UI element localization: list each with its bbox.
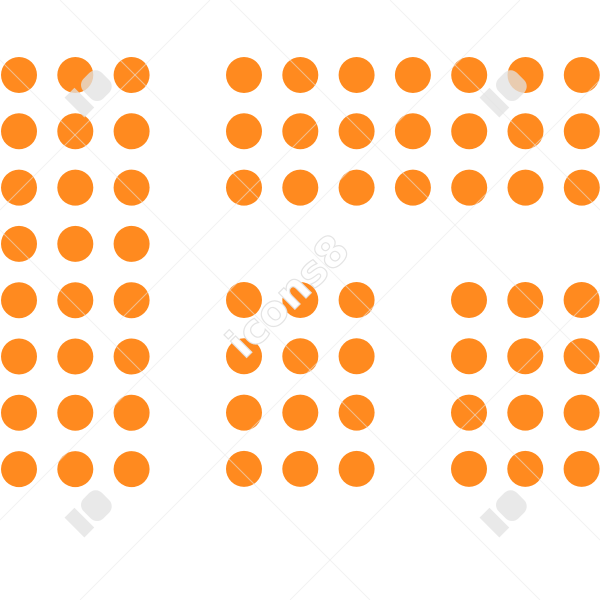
dot	[394, 169, 431, 206]
watermark-logo-icon	[479, 490, 527, 538]
dot	[451, 338, 487, 375]
dot	[507, 338, 544, 375]
left-column	[1, 57, 150, 488]
dot	[226, 57, 262, 93]
dot	[394, 113, 431, 150]
watermark-line	[0, 0, 521, 521]
dot	[113, 57, 150, 93]
dot	[282, 394, 319, 431]
dot	[507, 113, 544, 150]
top-right-block	[226, 57, 600, 206]
dot	[282, 450, 319, 487]
dot	[57, 451, 94, 488]
bottom-right-block	[451, 282, 600, 487]
dot	[282, 282, 319, 318]
dot	[226, 169, 262, 206]
dot	[282, 57, 319, 93]
dot	[563, 338, 600, 375]
dot	[563, 113, 600, 150]
dot	[226, 113, 262, 150]
dot	[1, 394, 37, 431]
dot	[563, 169, 600, 206]
dot	[226, 338, 262, 375]
bottom-middle-block	[226, 282, 375, 487]
watermark-logos	[64, 70, 527, 538]
dot	[113, 225, 150, 262]
watermark-line	[119, 119, 321, 321]
dot	[57, 169, 94, 206]
watermark-logo-icon	[479, 70, 527, 118]
dot	[451, 282, 487, 318]
dot	[226, 450, 262, 487]
dot	[563, 57, 600, 93]
dot	[57, 394, 94, 431]
dot	[282, 169, 319, 206]
dot	[563, 450, 600, 487]
dot	[338, 169, 375, 206]
dot	[1, 451, 37, 488]
dot	[451, 169, 488, 206]
dot	[563, 282, 600, 318]
dot	[113, 451, 150, 488]
dot	[113, 338, 150, 375]
dot	[113, 394, 150, 431]
dot	[57, 113, 94, 150]
dot	[57, 225, 94, 262]
dot	[338, 282, 375, 318]
dot	[451, 113, 488, 150]
dot	[226, 282, 262, 318]
dot	[282, 338, 319, 375]
watermark-line	[289, 289, 600, 600]
dot	[226, 394, 262, 431]
dot	[451, 57, 488, 93]
dot	[1, 169, 37, 206]
dot	[451, 394, 487, 431]
dot	[1, 282, 37, 319]
dot	[1, 338, 37, 375]
watermark-logo-icon	[64, 490, 112, 538]
watermark-line	[0, 59, 541, 600]
watermark-line	[0, 229, 371, 600]
dot	[451, 450, 487, 487]
watermark-line	[229, 0, 600, 371]
dot	[338, 394, 375, 431]
dot	[1, 113, 37, 150]
watermark-line	[0, 0, 211, 211]
dot	[57, 338, 94, 375]
dot	[57, 282, 94, 319]
dot	[113, 169, 150, 206]
dot	[282, 113, 319, 150]
watermark-logo-icon	[64, 70, 112, 118]
dot	[394, 57, 431, 93]
watermark-line	[79, 79, 600, 600]
watermark-line	[59, 0, 600, 541]
dot	[1, 225, 37, 262]
dot	[338, 450, 375, 487]
dot	[563, 394, 600, 431]
watermark-text: icons8	[217, 225, 359, 367]
dot	[113, 282, 150, 319]
dot	[507, 169, 544, 206]
dot	[338, 113, 375, 150]
dot	[338, 57, 375, 93]
dot	[507, 394, 544, 431]
dot	[338, 338, 375, 375]
dot	[113, 113, 150, 150]
dot	[507, 282, 544, 318]
dot	[1, 57, 37, 93]
dot	[507, 450, 544, 487]
